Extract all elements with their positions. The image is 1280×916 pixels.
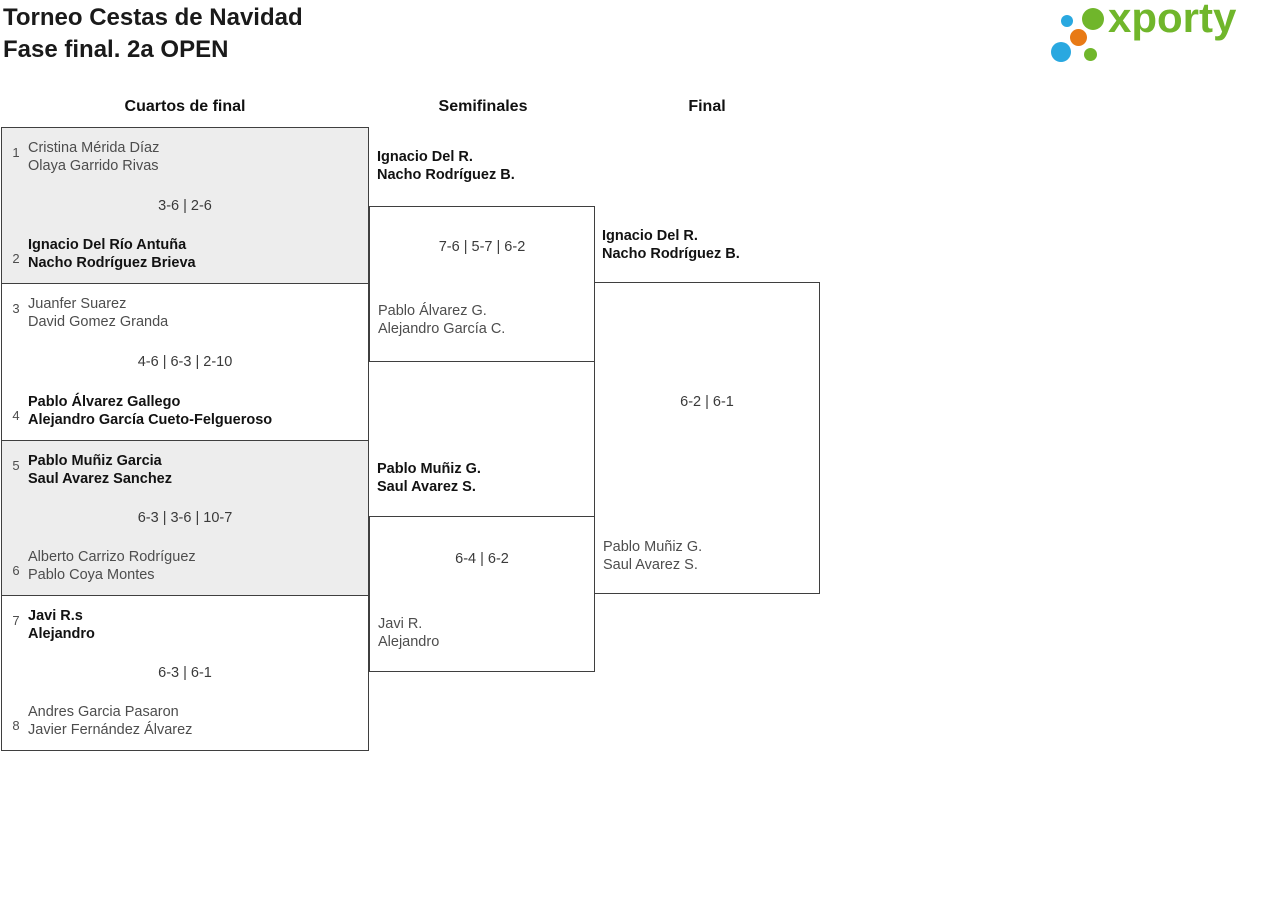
team-name-line: Pablo Álvarez G. [378,303,487,319]
team-name-line: Javi R. [378,616,423,632]
seed-number: 3 [12,301,20,316]
team-name-line: David Gomez Granda [28,314,169,330]
team-name-line: Pablo Coya Montes [28,567,155,583]
team-name-line: Nacho Rodríguez B. [377,167,515,183]
team-name-line: Saul Avarez S. [377,479,476,495]
round-header-quarterfinals: Cuartos de final [124,98,246,115]
logo-dot-icon [1070,29,1087,46]
semifinal-1-winner: Ignacio Del R. Nacho Rodríguez B. [377,148,515,184]
team-name-line: Alejandro [28,626,95,642]
team-name-line: Olaya Garrido Rivas [28,158,159,174]
logo-dot-icon [1084,48,1097,61]
team-pair: Pablo Muñiz Garcia Saul Avarez Sanchez [28,452,362,488]
xporty-logo-text: xporty [1108,0,1237,41]
match-score: 6-3 | 3-6 | 10-7 [137,510,233,526]
match-semifinal-1: 7-6 | 5-7 | 6-2 Pablo Álvarez G. Alejand… [369,206,595,362]
logo-dot-icon [1061,15,1073,27]
match-score: 4-6 | 6-3 | 2-10 [137,354,233,370]
page-title: Torneo Cestas de Navidad Fase final. 2a … [3,2,303,66]
team-name-line: Javi R.s [28,608,83,624]
team-name-line: Saul Avarez S. [603,557,698,573]
team-pair: Juanfer Suarez David Gomez Granda [28,295,362,331]
tournament-subtitle: Fase final. 2a OPEN [3,36,229,63]
match-semifinal-2: 6-4 | 6-2 Javi R. Alejandro [369,516,595,672]
team-name-line: Juanfer Suarez [28,296,127,312]
team-name-line: Pablo Muñiz G. [603,539,703,555]
team-name-line: Alejandro [378,634,440,650]
seed-number: 1 [12,145,20,160]
semifinal-2-loser: Javi R. Alejandro [378,615,588,651]
xporty-logo[interactable]: xporty [1048,0,1276,68]
match-score: 6-4 | 6-2 [455,551,509,567]
final-loser: Pablo Muñiz G. Saul Avarez S. [603,538,813,574]
team-name-line: Pablo Muñiz Garcia [28,453,162,469]
team-pair: Pablo Álvarez Gallego Alejandro García C… [28,393,362,429]
team-pair: Ignacio Del Río Antuña Nacho Rodríguez B… [28,236,362,272]
round-header-final: Final [688,98,726,115]
match-score: 6-3 | 6-1 [158,665,212,681]
team-name-line: Saul Avarez Sanchez [28,471,172,487]
team-name-line: Ignacio Del R. [377,149,473,165]
seed-number: 4 [12,408,20,423]
team-name-line: Nacho Rodríguez B. [602,246,740,262]
seed-number: 7 [12,613,20,628]
tournament-title: Torneo Cestas de Navidad [3,4,303,31]
team-name-line: Pablo Muñiz G. [377,461,481,477]
team-name-line: Alberto Carrizo Rodríguez [28,549,196,565]
match-score: 3-6 | 2-6 [158,197,212,214]
seed-number: 8 [12,718,20,733]
match-quarterfinal-4: 7 Javi R.s Alejandro 6-3 | 6-1 8 Andres … [1,595,369,751]
logo-dot-icon [1051,42,1071,62]
round-header-semifinals: Semifinales [438,98,528,115]
logo-dot-icon [1082,8,1104,30]
team-name-line: Alejandro García C. [378,321,506,337]
team-name-line: Ignacio Del R. [602,228,698,244]
team-pair: Alberto Carrizo Rodríguez Pablo Coya Mon… [28,548,362,584]
team-name-line: Cristina Mérida Díaz [28,140,160,156]
semifinal-1-loser: Pablo Álvarez G. Alejandro García C. [378,302,588,338]
match-quarterfinal-1: 1 Cristina Mérida Díaz Olaya Garrido Riv… [1,127,369,284]
team-pair: Cristina Mérida Díaz Olaya Garrido Rivas [28,139,362,175]
seed-number: 5 [12,458,20,473]
team-pair: Andres Garcia Pasaron Javier Fernández Á… [28,703,362,739]
final-winner: Ignacio Del R. Nacho Rodríguez B. [602,227,740,263]
match-final: 6-2 | 6-1 Pablo Muñiz G. Saul Avarez S. [594,282,820,594]
team-name-line: Pablo Álvarez Gallego [28,394,181,410]
team-name-line: Alejandro García Cueto-Felgueroso [28,412,273,428]
semifinal-2-winner: Pablo Muñiz G. Saul Avarez S. [377,460,481,496]
team-name-line: Nacho Rodríguez Brieva [28,255,196,271]
seed-number: 2 [12,251,20,266]
team-name-line: Ignacio Del Río Antuña [28,237,187,253]
team-name-line: Javier Fernández Álvarez [28,722,193,738]
match-score: 7-6 | 5-7 | 6-2 [438,239,526,255]
seed-number: 6 [12,563,20,578]
match-score: 6-2 | 6-1 [680,394,734,410]
team-pair: Javi R.s Alejandro [28,607,362,643]
match-quarterfinal-2: 3 Juanfer Suarez David Gomez Granda 4-6 … [1,283,369,441]
match-quarterfinal-3: 5 Pablo Muñiz Garcia Saul Avarez Sanchez… [1,440,369,596]
team-name-line: Andres Garcia Pasaron [28,704,179,720]
